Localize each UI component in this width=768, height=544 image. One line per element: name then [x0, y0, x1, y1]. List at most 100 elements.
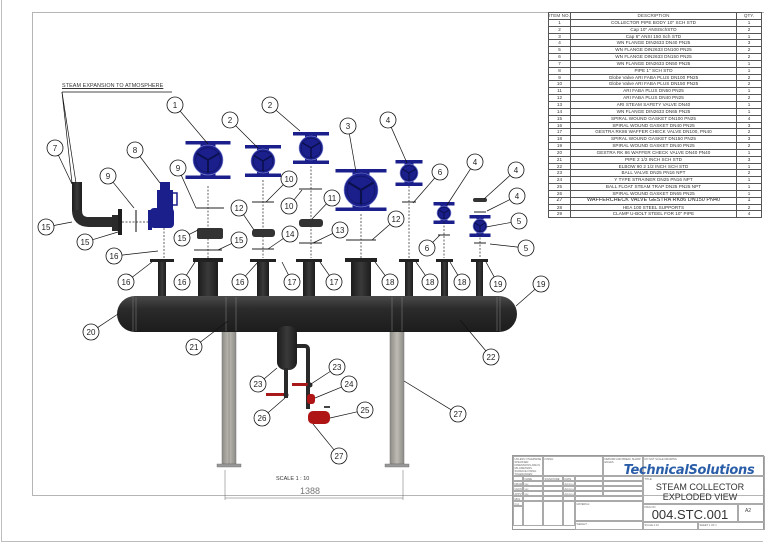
balloon-circle: [117, 273, 135, 291]
balloon-label: 15: [42, 223, 51, 232]
leader-line: [200, 320, 229, 343]
balloon-circle: [418, 239, 436, 257]
balloon-circle: [76, 233, 94, 251]
bom-item-no: 5: [548, 46, 571, 55]
globe-valve-dn100-right: [293, 132, 329, 164]
bom-item-no: 13: [548, 100, 571, 109]
balloon-circle: [482, 348, 500, 366]
bom-qty: 1: [736, 100, 762, 109]
item-balloon: 7: [46, 139, 64, 157]
balloon-circle: [387, 210, 405, 228]
tb-weight: WEIGHT:: [575, 521, 643, 530]
leader-line: [243, 214, 255, 231]
leader-line: [374, 261, 386, 276]
item-balloon: 10: [280, 197, 298, 215]
item-balloon: 5: [510, 212, 528, 230]
balloon-circle: [328, 358, 346, 376]
leader-line: [329, 411, 358, 419]
bom-item-no: 9: [548, 73, 571, 82]
bom-description: BALL FLOAT STEAM TRAP DN25 PN25 NPT: [570, 183, 737, 191]
bom-description: Y TYPE STRAINER DN25 PN16 NPT: [570, 176, 737, 185]
bom-description: PIPE 2 1/2 INCH SCH STD: [570, 155, 737, 164]
balloon-label: 23: [333, 363, 342, 372]
balloon-circle: [323, 189, 341, 207]
tb-col-signature: SIGNATURE: [543, 476, 563, 481]
leader-line: [139, 156, 161, 184]
leader-line: [97, 313, 119, 328]
item-balloon: 12: [387, 210, 405, 228]
balloon-label: 9: [176, 164, 181, 173]
tb-approved-name: xxx: [523, 491, 543, 496]
bom-qty: 3: [736, 121, 762, 130]
balloon-label: 22: [487, 353, 496, 362]
bom-item-no: 14: [548, 107, 571, 116]
leader-line: [188, 229, 199, 235]
leader-line: [263, 367, 278, 380]
leader-line: [235, 125, 259, 149]
bom-qty: 1: [736, 18, 762, 27]
bom-item-no: 10: [548, 80, 571, 89]
bom-item-no: 23: [548, 169, 571, 178]
bom-item-no: 11: [548, 87, 571, 96]
bom-item-no: 6: [548, 53, 571, 61]
leader-line: [319, 261, 330, 276]
tb-drawn-name: xxx: [523, 481, 543, 486]
safety-valve: [148, 182, 178, 262]
bom-qty: 1: [736, 189, 762, 198]
tb-dwgno-label: DWG NO.: [643, 504, 738, 522]
balloon-circle: [330, 447, 348, 465]
tb-checked-name: xxx: [523, 486, 543, 491]
bom-item-no: 25: [548, 183, 571, 191]
drawing-title-line2: EXPLODED VIEW: [662, 492, 738, 502]
item-balloon: 6: [418, 239, 436, 257]
balloon-label: 21: [190, 343, 199, 352]
item-balloon: 24: [340, 375, 358, 393]
item-balloon: 23: [328, 358, 346, 376]
leader-line: [412, 177, 436, 204]
bom-qty: 4: [736, 210, 762, 219]
bom-qty: 2: [736, 169, 762, 178]
balloon-circle: [280, 197, 298, 215]
balloon-label: 7: [53, 144, 58, 153]
balloon-circle: [510, 212, 528, 230]
leader-line: [485, 261, 495, 278]
item-balloon: 12: [230, 199, 248, 217]
balloon-circle: [421, 273, 439, 291]
tb-row-approved: APPV'D: [513, 491, 523, 496]
leader-line: [371, 224, 391, 241]
balloon-label: 2: [268, 101, 273, 110]
bom-description: Globe Valve ARI FABA PLUS DN150 PN25: [570, 80, 737, 89]
bom-item-no: 16: [548, 121, 571, 130]
item-balloon: 15: [173, 229, 191, 247]
balloon-label: 4: [386, 116, 391, 125]
drawing-title-line1: STEAM COLLECTOR: [655, 482, 745, 492]
item-balloon: 17: [325, 273, 343, 291]
leader-line: [515, 289, 536, 307]
bom-item-no: 3: [548, 32, 571, 41]
leader-line: [293, 189, 303, 201]
balloon-circle: [283, 273, 301, 291]
balloon-circle: [325, 273, 343, 291]
balloon-circle: [340, 375, 358, 393]
balloon-circle: [173, 273, 191, 291]
item-balloon: 19: [489, 275, 507, 293]
bom-qty: 2: [736, 46, 762, 55]
bom-description: CLAMP U-BOLT STEEL FOR 10" PIPE: [570, 210, 737, 219]
wafer-check-valves: [197, 198, 487, 239]
item-balloon: 5: [517, 239, 535, 257]
balloon-circle: [507, 161, 525, 179]
globe-valve-dn50: [395, 160, 423, 186]
balloon-circle: [105, 247, 123, 265]
bom-qty: 2: [736, 53, 762, 61]
balloon-label: 15: [235, 236, 244, 245]
item-balloon: 26: [253, 409, 271, 427]
